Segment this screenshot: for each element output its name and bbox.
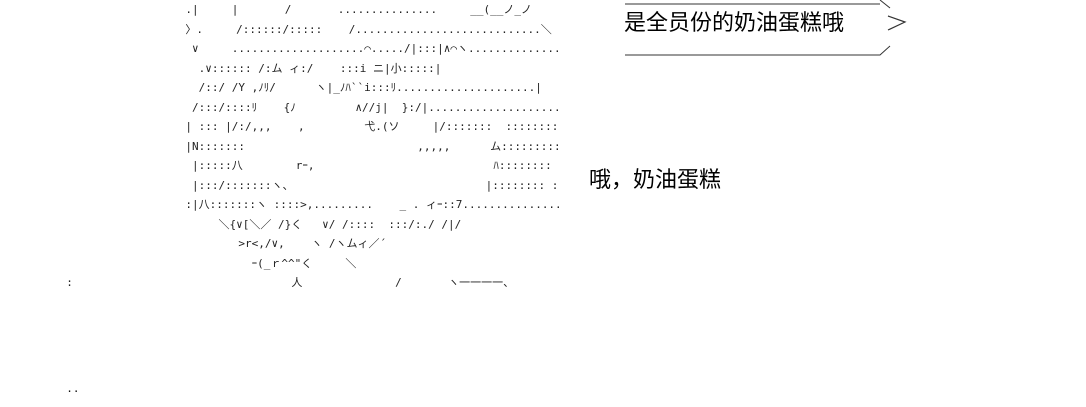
speech-text: 哦，奶油蛋糕: [589, 168, 722, 193]
bubble-bottom-edge: [625, 45, 891, 56]
bubble-text: 是全员份的奶油蛋糕哦: [624, 11, 845, 36]
ascii-art-character: .| | / ............... __(__ノ_ノ 〉. /::::…: [66, 3, 560, 289]
bubble-arrow: [879, 0, 891, 9]
ascii-art-footer: ..: [0, 382, 80, 395]
bubble-tail: [887, 15, 907, 31]
